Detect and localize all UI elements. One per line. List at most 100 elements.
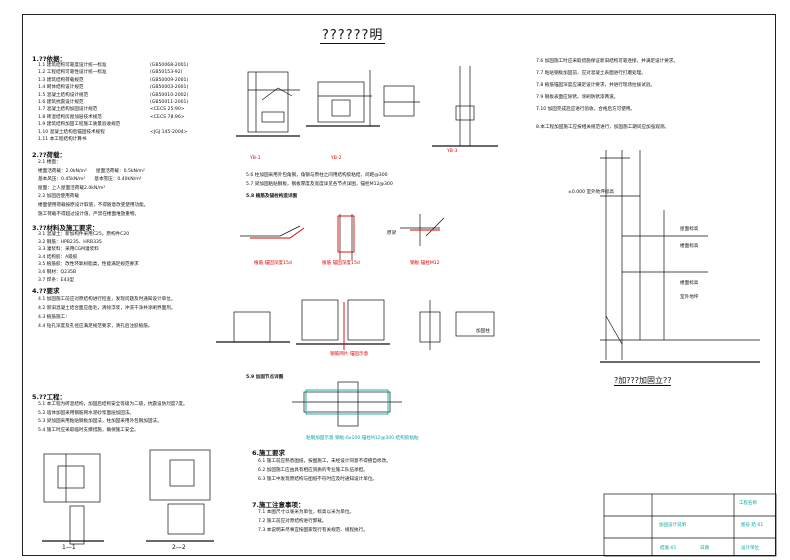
section-label-1: 1—1	[62, 544, 76, 551]
detail-small	[383, 85, 420, 117]
list-item: 5.3 梁加固采用粘贴钢板加固法，柱加固采用外包钢加固法。	[38, 419, 162, 425]
elev-label-3: 楼面标高	[680, 281, 699, 286]
standard-name: 1.4 砌体结构设计规范	[38, 85, 84, 91]
list-item: 2.2 加固后使用荷载	[38, 194, 79, 200]
tb-sheet: 结施-01	[660, 546, 677, 551]
list-item: 3.4 结构胶：A级胶	[38, 254, 78, 260]
standard-code: (GB50009-2001)	[150, 77, 189, 83]
section5-heading: 5.??工程：	[32, 393, 67, 401]
red-rebar-2	[337, 215, 355, 253]
list-item: 3.7 焊条：E43型	[38, 277, 74, 283]
standard-code: (GB50011-2001)	[150, 100, 189, 105]
tb-company: 设计单位	[741, 546, 759, 551]
standard-code: <CECS 25:90>	[150, 107, 185, 113]
standard-name: 1.8 砖混结构房屋加层技术规范	[38, 114, 102, 120]
elev-label-2: 楼面标高	[680, 244, 699, 249]
list-item: 3.2 钢筋：HPB235、HRB335	[38, 239, 102, 245]
list-item: 4.4 钻孔深度及孔径应满足规范要求，清孔后注胶植筋。	[38, 324, 153, 329]
drawing-frame	[22, 14, 776, 556]
list-item: 楼面活荷载：2.0kN/m² 屋面活荷载：0.5kN/m²	[38, 168, 145, 174]
standard-name: 1.6 建筑抗震设计规范	[38, 100, 84, 105]
standard-code: (GB50003-2001)	[150, 85, 189, 91]
standard-name: 1.3 建筑结构荷载规范	[38, 77, 84, 83]
section2-heading: 2.??荷载：	[32, 151, 67, 159]
section-detail-1	[42, 453, 104, 545]
section8-note: 8.本工程加固施工应按相关规范进行，加固施工期间应加强观测。	[536, 125, 670, 130]
detail-label-yb3: YB-3	[447, 149, 458, 154]
detail-label-b: 原梁	[387, 231, 397, 236]
standard-name: 1.2 工程结构可靠性设计统一标准	[38, 70, 107, 76]
tb-number: 图号 结-01	[741, 523, 764, 528]
detail-5-8	[240, 214, 445, 260]
standard-name: 1.1 建筑结构可靠度设计统一标准	[38, 63, 107, 68]
note-5-6: 5.6 柱加固采用外包角钢，角钢与原柱之间用结构胶粘结，间距@300	[246, 173, 388, 178]
page-title: ??????明	[320, 24, 386, 44]
list-item: 基本风压：0.45kN/m² 基本雪压：0.40kN/m²	[38, 177, 142, 183]
list-item: 7.3 本说明未尽事宜按国家现行有关规范、规程执行。	[258, 528, 368, 533]
standard-code: (GB50010-2002)	[150, 92, 189, 98]
standard-code: <CECS 78:96>	[150, 114, 185, 120]
list-item: 2.1 楼面：	[38, 160, 61, 165]
list-item: 5.2 墙体加固采用钢筋网水泥砂浆面层加固法。	[38, 410, 135, 416]
detail-label-a: 加固柱	[476, 329, 490, 334]
section4-heading: 4.??要求	[32, 287, 60, 295]
elevation-top-note: ±0.000 室外地坪标高	[568, 190, 615, 195]
standard-name: 1.5 混凝土结构设计规范	[38, 92, 89, 98]
detail-yb1	[236, 71, 300, 137]
red-caption-1: 植筋 锚固深度15d	[254, 261, 292, 266]
section3-heading: 3.??材料及施工要求：	[32, 224, 99, 232]
cyan-outline	[305, 389, 389, 415]
detail-5-9	[292, 381, 402, 427]
standard-name: 1.9 建筑结构加固工程施工质量验收规范	[38, 122, 121, 128]
detail-yb2	[306, 70, 380, 127]
standard-code: <JGJ 145-2004>	[150, 129, 188, 135]
list-item: 3.5 植筋胶：改性环氧树脂类，性能满足规范要求	[38, 262, 139, 268]
section-label-2: 2—2	[172, 544, 186, 551]
section1-heading: 1.??依据：	[32, 55, 67, 63]
list-item: 4.2 新旧混凝土结合面应凿毛，清除浮浆，冲洗干净并涂刷界面剂。	[38, 306, 176, 311]
standard-name: 1.7 混凝土结构加固设计规范	[38, 107, 98, 113]
list-item: 4.3 植筋施工：	[38, 315, 70, 320]
list-item: 6.1 施工前应熟悉图纸，按图施工，未经设计同意不得擅自修改。	[258, 459, 391, 464]
list-item: 7.1 本图尺寸以毫米为单位，标高以米为单位。	[258, 510, 355, 515]
detail-label-yb1: YB-1	[250, 156, 261, 161]
section7-heading: 7.施工注意事项：	[252, 501, 305, 509]
note-5-8: 5.8 植筋及锚栓构造详图	[246, 194, 298, 199]
detail-label-yb2: YB-2	[331, 156, 342, 161]
red-rebar-1	[250, 227, 305, 239]
standard-code: (GB50068-2001)	[150, 63, 189, 68]
tb-date: 日期	[700, 546, 709, 551]
list-item: 6.2 加固施工应由具有相应资质的专业施工队伍承担。	[258, 468, 368, 473]
standard-name: 1.10 混凝土结构后锚固技术规程	[38, 129, 105, 135]
list-item: 3.6 钢材：Q235B	[38, 270, 77, 275]
list-item: 4.1 加固施工前应对原结构进行检查，发现问题及时通知设计单位。	[38, 297, 176, 302]
note-5-9: 5.9 加固节点详图	[246, 375, 284, 380]
cyan-caption: 粘钢加固示意 钢板-6x100 锚栓M12@300 结构胶粘贴	[306, 436, 419, 441]
list-item: 5.4 施工时应采取临时支撑措施，确保施工安全。	[38, 427, 139, 433]
list-item: 楼面使用荷载按原设计取值，不得随意改变使用功能。	[38, 203, 149, 208]
red-caption-4: 钢筋网片 锚固示意	[330, 352, 369, 357]
list-item: 3.3 灌浆料：采用CGM灌浆料	[38, 247, 99, 253]
elev-label-1: 屋面标高	[680, 227, 699, 232]
list-item: 施工荷载不得超过设计值，严禁在楼面堆放重物。	[38, 211, 140, 217]
red-caption-2: 植筋 锚固深度15d	[322, 261, 360, 266]
red-caption-3: 钢板 锚栓M12	[410, 261, 440, 266]
list-item: 7.8 植筋锚固深度应满足设计要求，并进行现场拉拔试验。	[536, 83, 656, 88]
tb-drawing: 加固设计说明	[659, 523, 686, 528]
detail-yb3	[432, 66, 498, 147]
list-item: 屋面：上人屋面活荷载2.0kN/m²	[38, 185, 106, 191]
list-item: 3.1 混凝土：新加构件采用C25，原构件C20	[38, 232, 130, 237]
tb-project: 工程名称	[739, 501, 757, 506]
title-block	[603, 493, 777, 557]
standard-name: 1.11 本工程结构计算书	[38, 137, 87, 142]
section-detail-2	[146, 449, 214, 542]
list-item: 7.6 加固施工时应采取措施保证新旧结构可靠连接，并满足设计要求。	[536, 59, 678, 64]
elevation-caption: ?加???加固立??	[614, 376, 672, 386]
list-item: 7.9 钢板表面应除锈，涂刷防锈漆两道。	[536, 95, 619, 100]
section6-heading: 6.施工要求	[252, 449, 285, 457]
standard-code: (GB50153-92)	[150, 70, 183, 76]
elev-label-4: 室外地坪	[680, 295, 699, 300]
detail-section4	[216, 299, 495, 350]
list-item: 7.10 加固完成后应进行验收，合格后方可使用。	[536, 107, 635, 112]
